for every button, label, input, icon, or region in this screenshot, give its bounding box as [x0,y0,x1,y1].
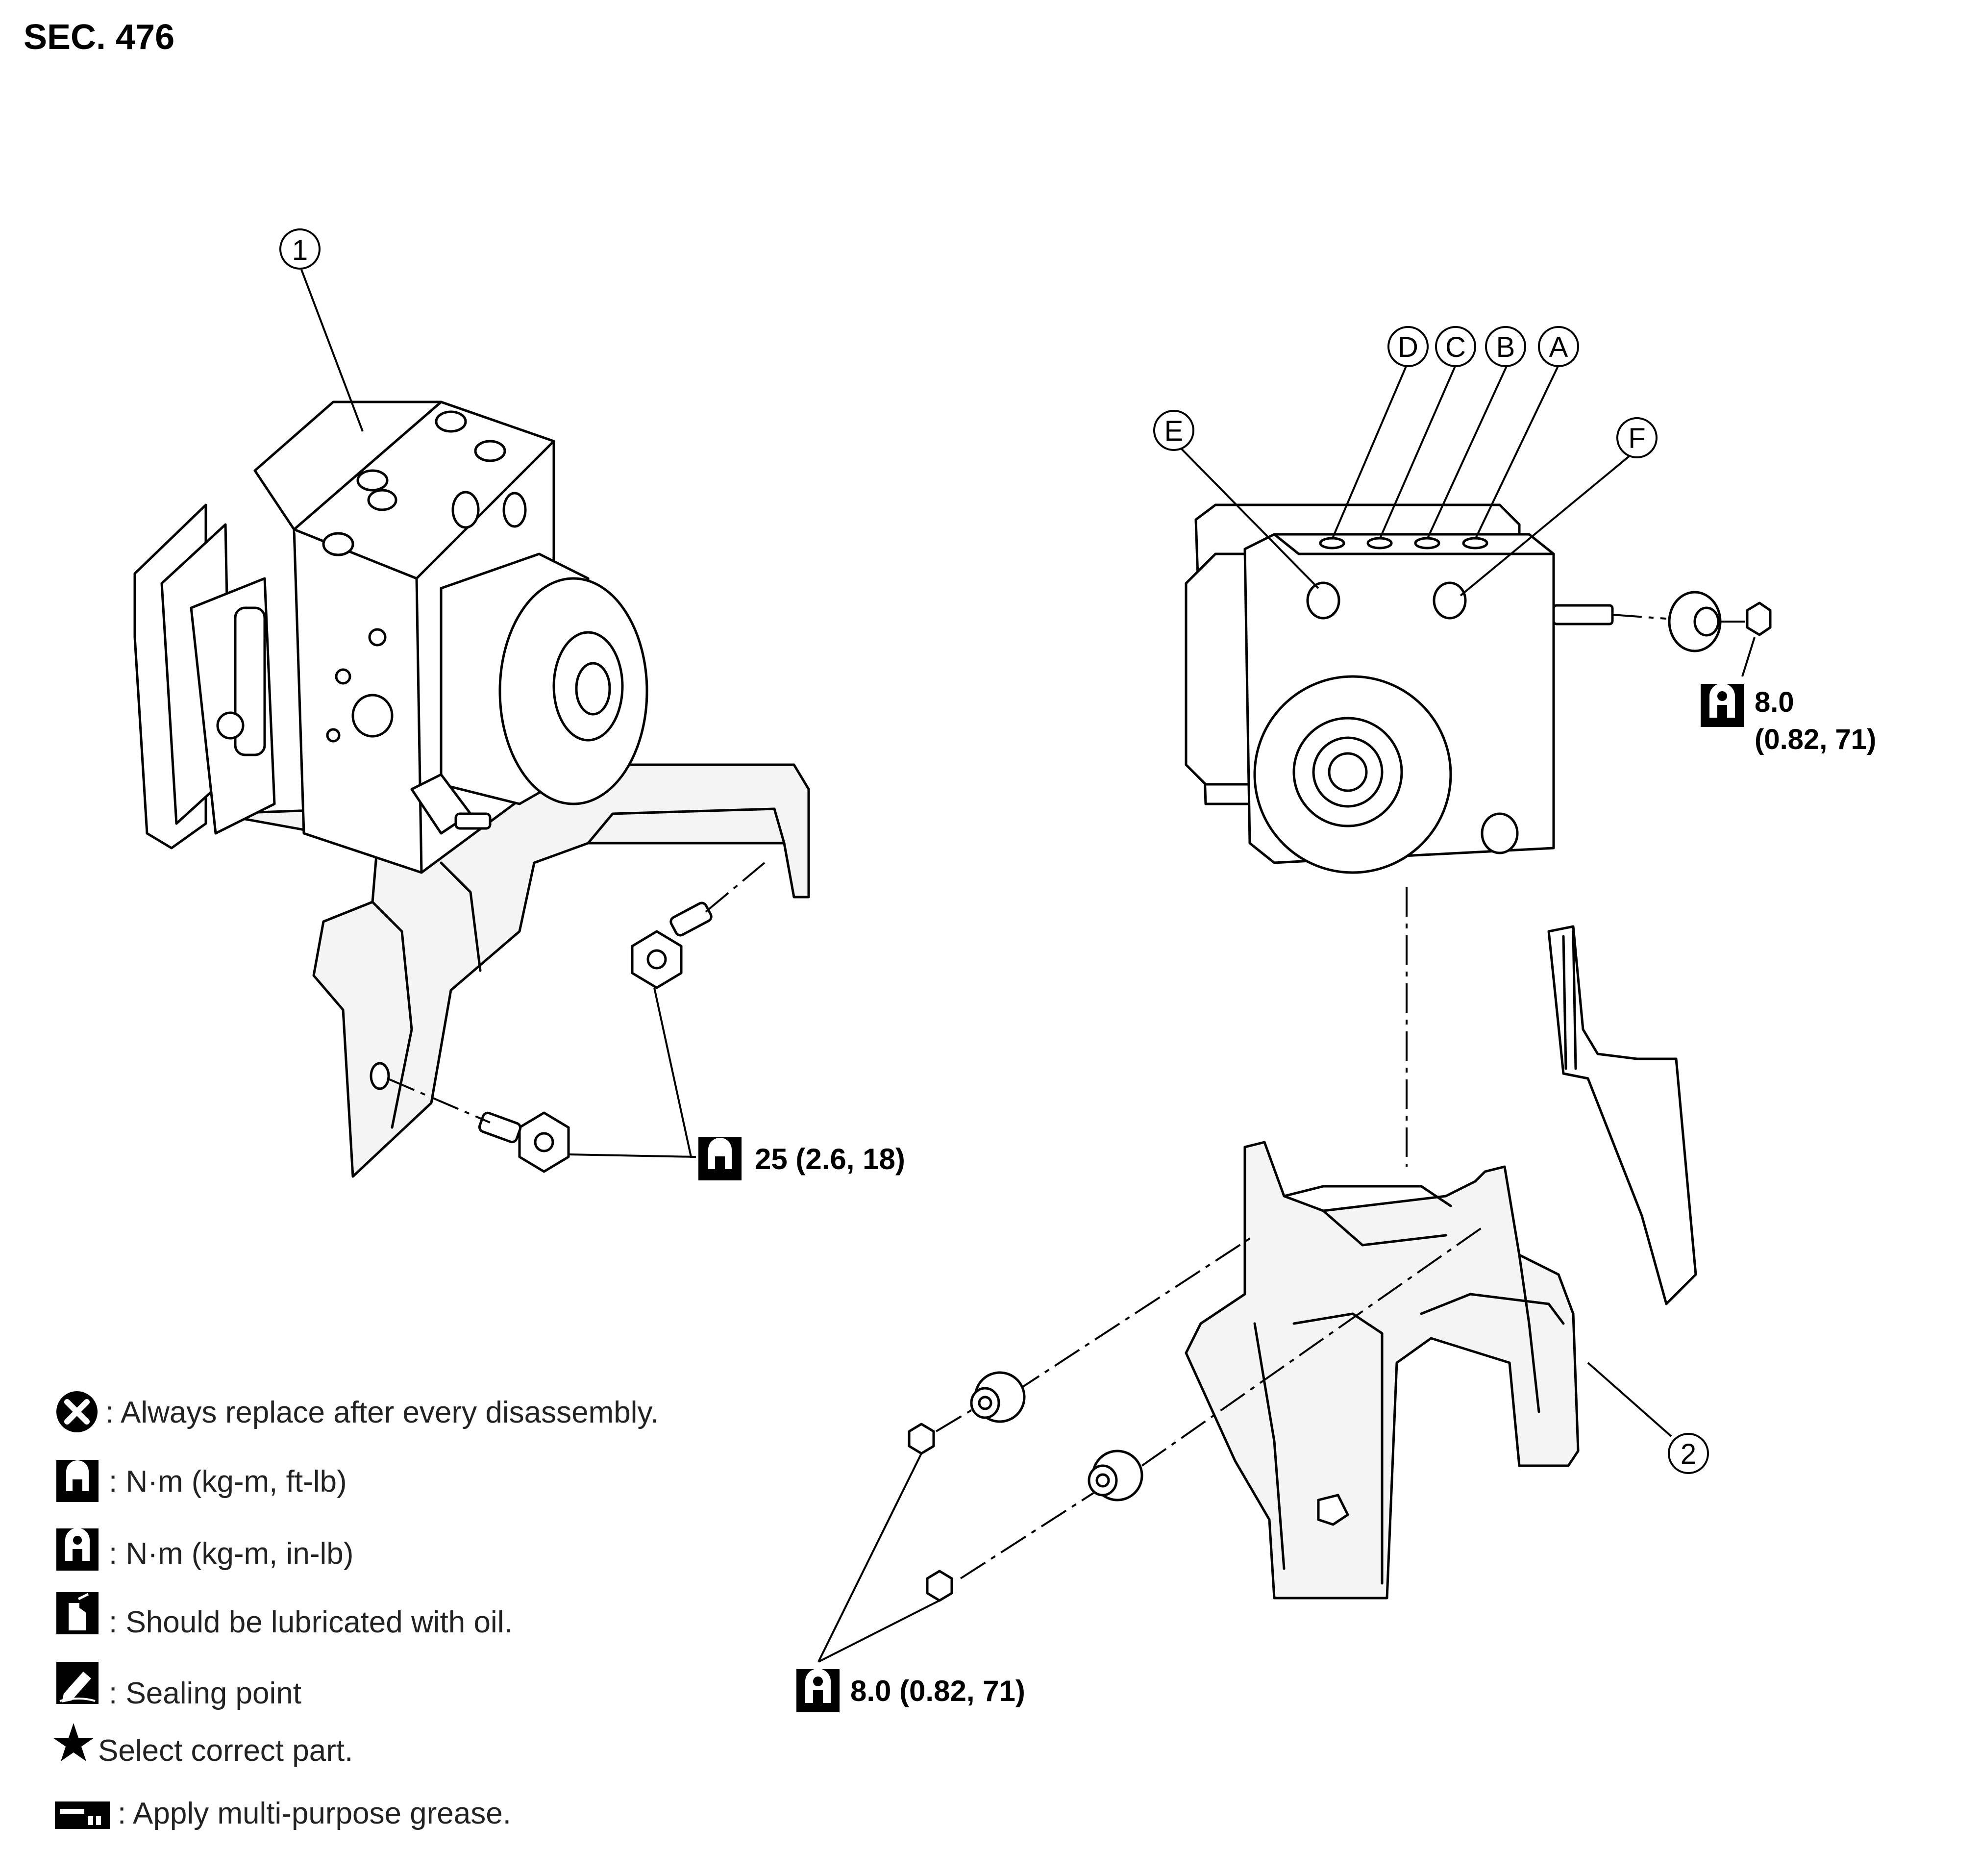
legend-row-sealing: : Sealing point [56,1662,301,1710]
svg-text:8.0: 8.0 [1755,686,1794,718]
legend-row-oil: : Should be lubricated with oil. [56,1592,513,1639]
callout-part-1: 1 [279,228,321,270]
port-callouts: D C B A E F [1153,326,1658,597]
leader-part-2 [1587,1362,1672,1437]
abs-actuator-unit-right [1185,503,1772,874]
torque-bracket-bolts: 25 (2.6, 18) [698,1137,905,1180]
callout-part-2: 2 [1668,1433,1709,1474]
callout-port-a: A [1538,326,1579,367]
leader-bolt-torque [653,987,696,1158]
callout-port-f: F [1616,417,1658,458]
callout-port-e: E [1153,410,1194,451]
oil-lubricate-icon [56,1592,99,1634]
svg-text:: N·m (kg-m, ft-lb): : N·m (kg-m, ft-lb) [109,1465,347,1499]
legend-row-star: Select correct part. [53,1723,353,1768]
abs-actuator-assembly-left [133,400,810,1178]
section-title: SEC. 476 [24,18,174,57]
svg-text:D: D [1398,331,1418,363]
svg-text:B: B [1496,331,1515,363]
sealing-point-icon [56,1662,99,1704]
always-replace-icon [56,1391,98,1432]
svg-text:E: E [1164,415,1184,447]
svg-text:A: A [1549,331,1568,363]
bracket-insulators-and-nuts [908,1225,1486,1602]
bracket-bolt-lower [478,1111,570,1173]
legend-row-torque-inlb: : N·m (kg-m, in-lb) [56,1528,353,1571]
legend-row-always-replace: : Always replace after every disassembly… [56,1391,659,1432]
torque-ftlb-icon [698,1137,742,1180]
svg-text:: Apply multi-purpose grease.: : Apply multi-purpose grease. [118,1797,511,1830]
svg-text:8.0 (0.82, 71): 8.0 (0.82, 71) [850,1675,1025,1707]
callout-port-b: B [1485,326,1526,367]
torque-actuator-nut: 8.0 (0.82, 71) [1701,683,1876,755]
torque-inlb-icon [1701,683,1744,727]
svg-text:: Always replace after every d: : Always replace after every disassembly… [105,1396,659,1429]
legend-row-torque-ftlb: : N·m (kg-m, ft-lb) [56,1460,347,1502]
torque-inlb-icon [56,1528,99,1571]
torque-inlb-icon [796,1668,840,1712]
actuator-nut [1746,601,1772,636]
svg-text:: Sealing point: : Sealing point [109,1676,301,1710]
svg-text:25 (2.6, 18): 25 (2.6, 18) [755,1143,905,1176]
svg-text:C: C [1445,331,1466,363]
svg-text:2: 2 [1681,1438,1696,1470]
leader-part-1 [300,269,364,432]
callout-port-c: C [1435,326,1476,367]
svg-text:: N·m (kg-m, in-lb): : N·m (kg-m, in-lb) [109,1537,353,1571]
star-icon [53,1723,94,1761]
callout-port-d: D [1387,326,1429,367]
svg-text:(0.82, 71): (0.82, 71) [1755,724,1876,755]
svg-text:F: F [1628,423,1645,454]
grease-icon [55,1801,110,1829]
legend-row-grease: : Apply multi-purpose grease. [55,1797,511,1830]
bracket-bolt-upper [631,901,713,989]
torque-bracket-nuts: 8.0 (0.82, 71) [796,1668,1025,1712]
svg-text:: Should be lubricated with oi: : Should be lubricated with oil. [109,1605,513,1639]
svg-text:Select correct part.: Select correct part. [98,1734,353,1768]
symbol-legend: : Always replace after every disassembly… [53,1391,659,1830]
svg-text:1: 1 [292,234,308,266]
torque-ftlb-icon [56,1460,99,1502]
abs-bracket-right [1185,925,1697,1600]
